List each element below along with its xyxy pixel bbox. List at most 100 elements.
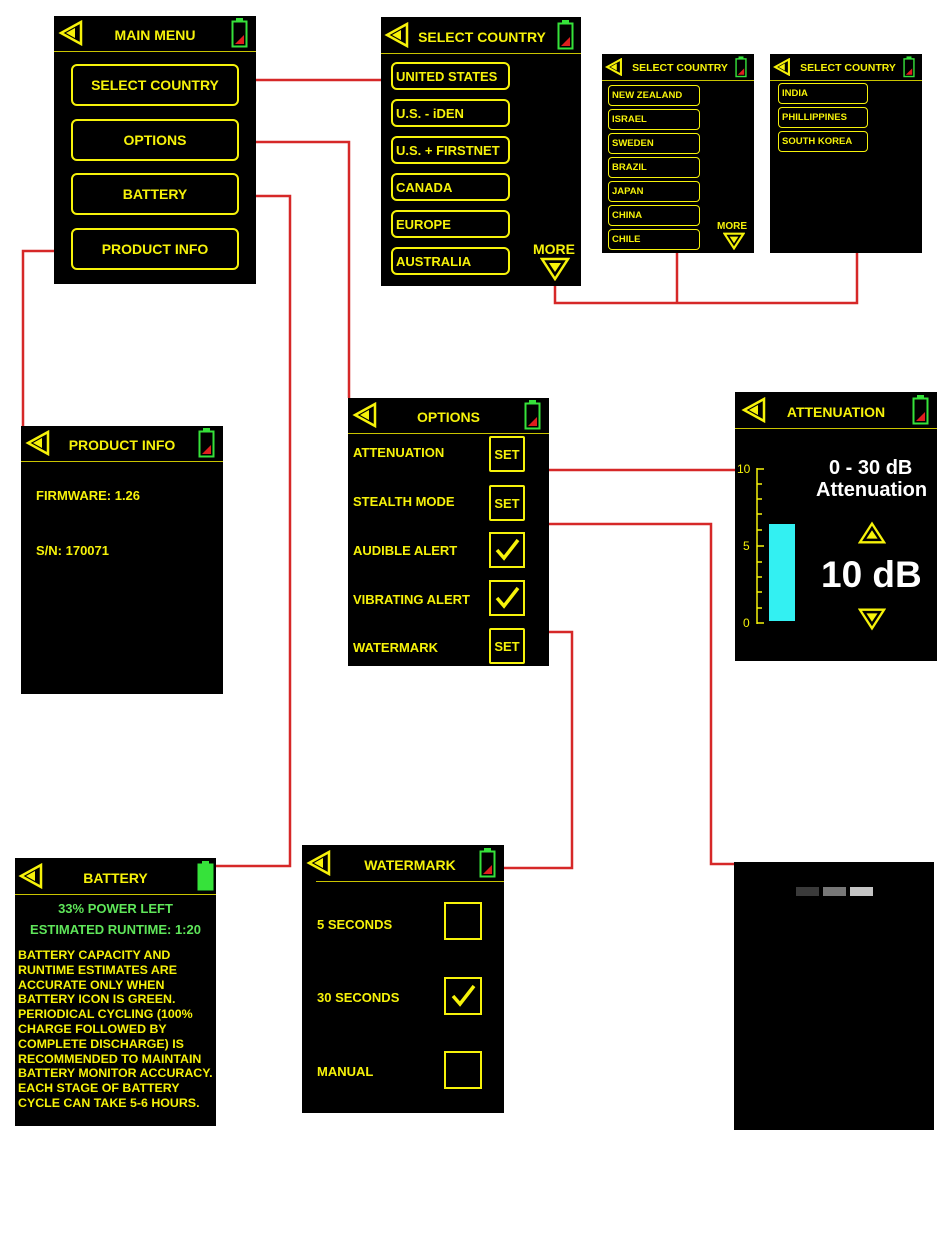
back-arrow-icon[interactable]: [741, 397, 767, 423]
more-label[interactable]: MORE: [533, 241, 575, 257]
stealth-indicator: [796, 887, 874, 896]
country-chile[interactable]: CHILE: [608, 229, 700, 250]
watermark-option-30-seconds: 30 SECONDS: [317, 990, 400, 1005]
header-bar: MAIN MENU: [54, 16, 256, 52]
back-arrow-icon[interactable]: [25, 430, 51, 456]
battery-icon: [912, 395, 929, 425]
country-brazil[interactable]: BRAZIL: [608, 157, 700, 178]
battery-button[interactable]: BATTERY: [71, 173, 239, 215]
attenuation-value: 10 dB: [821, 554, 922, 595]
attenuation-set-button[interactable]: SET: [489, 436, 525, 472]
battery-note: BATTERY CAPACITY AND RUNTIME ESTIMATES A…: [18, 948, 213, 1110]
screen-title: OPTIONS: [416, 409, 480, 425]
watermark-5-seconds-checkbox[interactable]: [444, 902, 482, 940]
back-arrow-icon[interactable]: [18, 863, 44, 889]
header-bar: BATTERY: [15, 858, 216, 895]
select-country-screen-1: SELECT COUNTRY UNITED STATES U.S. - iDEN…: [381, 17, 581, 286]
scale-tick-10: 10: [737, 462, 751, 476]
country-south-korea[interactable]: SOUTH KOREA: [778, 131, 868, 152]
connector-options-branch: [256, 140, 351, 398]
scale-tick-0: 0: [743, 616, 750, 630]
country-us-firstnet[interactable]: U.S. + FIRSTNET: [391, 136, 510, 164]
stealth-mode-screen: [734, 862, 934, 1130]
product-info-screen: PRODUCT INFO FIRMWARE: 1.26 S/N: 170071: [21, 426, 223, 694]
header-bar: OPTIONS: [348, 398, 549, 434]
watermark-set-button[interactable]: SET: [489, 628, 525, 664]
more-down-arrow-icon[interactable]: [723, 232, 745, 250]
back-arrow-icon[interactable]: [58, 20, 84, 46]
decrease-arrow-icon[interactable]: [858, 607, 886, 631]
screen-title: SELECT COUNTRY: [800, 62, 896, 74]
country-phillippines[interactable]: PHILLIPPINES: [778, 107, 868, 128]
battery-icon: [231, 18, 248, 48]
stealth-mode-set-button[interactable]: SET: [489, 485, 525, 521]
options-button[interactable]: OPTIONS: [71, 119, 239, 161]
attenuation-screen: ATTENUATION 10 5 0 0 - 30 dB Attenuation…: [735, 392, 937, 661]
watermark-manual-checkbox[interactable]: [444, 1051, 482, 1089]
option-label-watermark: WATERMARK: [353, 640, 438, 655]
header-bar: ATTENUATION: [735, 392, 937, 429]
back-arrow-icon[interactable]: [773, 58, 791, 76]
connector-more-pages: [553, 252, 859, 305]
stealth-indicator-segment: [823, 887, 846, 896]
screen-title: PRODUCT INFO: [68, 437, 176, 453]
option-label-attenuation: ATTENUATION: [353, 445, 445, 460]
connector-productinfo-branch: [21, 249, 54, 426]
back-arrow-icon[interactable]: [306, 850, 332, 876]
header-bar: SELECT COUNTRY: [770, 54, 922, 81]
country-india[interactable]: INDIA: [778, 83, 868, 104]
back-arrow-icon[interactable]: [352, 402, 378, 428]
screen-title: SELECT COUNTRY: [418, 29, 546, 45]
watermark-option-manual: MANUAL: [317, 1064, 374, 1079]
vibrating-alert-checkbox[interactable]: [489, 580, 525, 616]
country-new-zealand[interactable]: NEW ZEALAND: [608, 85, 700, 106]
watermark-screen: WATERMARK 5 SECONDS 30 SECONDS MANUAL: [302, 845, 504, 1113]
select-country-button[interactable]: SELECT COUNTRY: [71, 64, 239, 106]
battery-screen: BATTERY 33% POWER LEFT ESTIMATED RUNTIME…: [15, 858, 216, 1126]
select-country-screen-3: SELECT COUNTRY INDIA PHILLIPPINES SOUTH …: [770, 54, 922, 253]
country-united-states[interactable]: UNITED STATES: [391, 62, 510, 90]
watermark-option-5-seconds: 5 SECONDS: [317, 917, 393, 932]
screen-title: BATTERY: [83, 870, 148, 886]
country-us-iden[interactable]: U.S. - iDEN: [391, 99, 510, 127]
scale-tick-5: 5: [743, 539, 750, 553]
header-bar: PRODUCT INFO: [21, 426, 223, 462]
option-label-stealth-mode: STEALTH MODE: [353, 494, 455, 509]
header-bar: SELECT COUNTRY: [381, 17, 581, 54]
connector-battery-branch: [216, 194, 292, 868]
country-japan[interactable]: JAPAN: [608, 181, 700, 202]
option-label-audible-alert: AUDIBLE ALERT: [353, 543, 458, 558]
country-europe[interactable]: EUROPE: [391, 210, 510, 238]
product-info-button[interactable]: PRODUCT INFO: [71, 228, 239, 270]
battery-icon: [524, 400, 541, 430]
main-menu-screen: MAIN MENU SELECT COUNTRY OPTIONS BATTERY…: [54, 16, 256, 284]
battery-icon: [197, 861, 214, 891]
watermark-30-seconds-checkbox[interactable]: [444, 977, 482, 1015]
country-australia[interactable]: AUSTRALIA: [391, 247, 510, 275]
stealth-indicator-segment: [850, 887, 873, 896]
screen-title: MAIN MENU: [114, 27, 196, 43]
power-left: 33% POWER LEFT: [58, 901, 173, 916]
battery-icon: [198, 428, 215, 458]
country-china[interactable]: CHINA: [608, 205, 700, 226]
audible-alert-checkbox[interactable]: [489, 532, 525, 568]
battery-icon: [903, 56, 915, 78]
battery-icon: [735, 56, 747, 78]
stealth-indicator-segment: [796, 887, 819, 896]
screen-title: WATERMARK: [364, 857, 456, 873]
country-israel[interactable]: ISRAEL: [608, 109, 700, 130]
more-down-arrow-icon[interactable]: [540, 257, 570, 281]
attenuation-range: 0 - 30 dB: [829, 457, 913, 479]
options-screen: OPTIONS ATTENUATION SET STEALTH MODE SET…: [348, 398, 549, 666]
back-arrow-icon[interactable]: [605, 58, 623, 76]
serial-number: S/N: 170071: [36, 543, 109, 558]
battery-icon: [479, 848, 496, 878]
country-sweden[interactable]: SWEDEN: [608, 133, 700, 154]
connector-stealth: [549, 522, 735, 866]
back-arrow-icon[interactable]: [384, 22, 410, 48]
checkmark-icon: [451, 984, 476, 1007]
country-canada[interactable]: CANADA: [391, 173, 510, 201]
increase-arrow-icon[interactable]: [858, 521, 886, 545]
more-label[interactable]: MORE: [717, 221, 747, 232]
